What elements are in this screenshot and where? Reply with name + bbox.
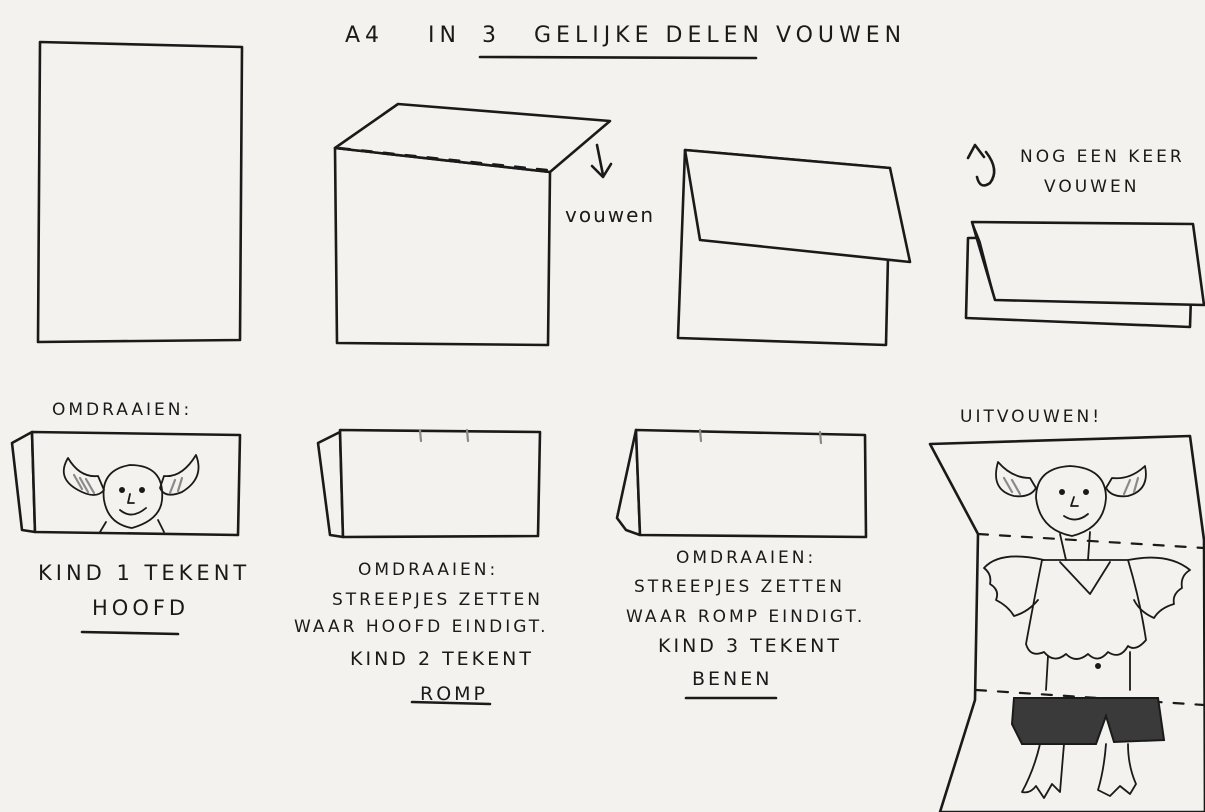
title-three: 3: [482, 23, 501, 48]
step5-above: OMDRAAIEN:: [52, 400, 192, 420]
step7-line2: STREEPJES ZETTEN: [634, 577, 845, 597]
step6-line4: KIND 2 TEKENT: [350, 648, 534, 670]
step4-rotate-arrow-icon: [977, 152, 994, 185]
title-in: IN: [428, 23, 461, 48]
step7-line4: KIND 3 TEKENT: [658, 635, 842, 657]
step5-part-underline: [82, 632, 178, 634]
title-rest: GELIJKE DELEN VOUWEN: [534, 23, 906, 48]
step2-fold-down: vouwen: [335, 104, 655, 345]
title: A4 IN 3 GELIJKE DELEN VOUWEN: [345, 23, 906, 58]
step7-legs: OMDRAAIEN: STREEPJES ZETTEN WAAR ROMP EI…: [617, 430, 866, 698]
step4-line2: VOUWEN: [1044, 177, 1139, 197]
step7-line1: OMDRAAIEN:: [676, 548, 816, 568]
step4-line1: NOG EEN KEER: [1020, 147, 1185, 167]
step1-a4-sheet: [38, 42, 242, 342]
step5-line1: KIND 1 TEKENT: [38, 561, 250, 585]
step8-above: UITVOUWEN!: [960, 407, 1102, 427]
step3-folded-once: [678, 150, 910, 345]
step4-fold-again: NOG EEN KEER VOUWEN: [966, 145, 1204, 327]
title-underline: [480, 57, 756, 58]
step6-line3: WAAR HOOFD EINDIGT.: [294, 617, 549, 637]
step6-line2: STREEPJES ZETTEN: [332, 590, 543, 610]
step5-folded-paper: [32, 432, 240, 535]
step8-unfolded-paper: [930, 436, 1205, 812]
title-a4: A4: [345, 23, 384, 48]
step6-folded-paper: [340, 430, 540, 537]
step2-fold-label: vouwen: [565, 203, 655, 227]
step6-line1: OMDRAAIEN:: [358, 560, 498, 580]
step7-part: BENEN: [692, 668, 772, 690]
step5-head: OMDRAAIEN: KIND 1 TEKENT HOOFD: [12, 400, 250, 634]
step7-line3: WAAR ROMP EINDIGT.: [626, 607, 865, 627]
step2-sheet: [335, 148, 550, 345]
step7-folded-paper: [636, 430, 866, 537]
step8-unfolded: UITVOUWEN!: [930, 407, 1205, 812]
step4-flap: [972, 222, 1204, 305]
step6-body: OMDRAAIEN: STREEPJES ZETTEN WAAR HOOFD E…: [294, 430, 549, 705]
creature-shorts: [1012, 698, 1164, 744]
step5-part: HOOFD: [92, 596, 189, 620]
